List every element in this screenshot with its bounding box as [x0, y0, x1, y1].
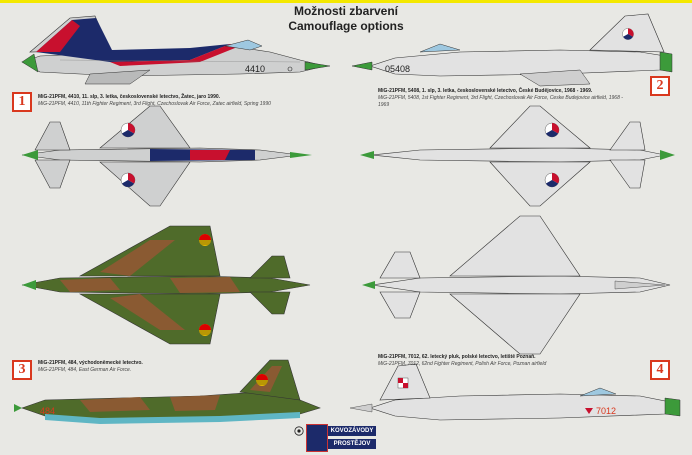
title-czech: Možnosti zbarvení: [293, 4, 398, 18]
serial-3: 484: [40, 406, 55, 416]
option-number-4: 4: [650, 360, 670, 380]
caption-1-czech: MiG-21PFM, 4410, 11. slp, 3. letka, česk…: [38, 94, 221, 100]
serial-4: 7012: [596, 406, 616, 416]
manufacturer-logo: KOVOZÁVODY PROSTĚJOV: [306, 422, 376, 454]
aircraft-3-top-view: [21, 225, 311, 345]
registered-mark-icon: [294, 426, 304, 436]
caption-4-czech: MiG-21PFM, 7012, 62. letecký pluk, polsk…: [378, 354, 536, 360]
caption-option-3: MiG-21PFM, 484, východoněmecké letectvo.…: [38, 360, 278, 374]
aircraft-4-top-view: [362, 215, 671, 355]
caption-3-czech: MiG-21PFM, 484, východoněmecké letectvo.: [38, 360, 143, 366]
option-number-1: 1: [12, 92, 32, 112]
serial-2: 05408: [385, 64, 410, 74]
caption-4-english: MiG-21PFM, 7012, 62nd Fighter Regiment, …: [378, 361, 547, 367]
caption-2-czech: MiG-21PFM, 5408, 1. slp, 3. letka, česko…: [378, 88, 593, 94]
caption-option-2: MiG-21PFM, 5408, 1. slp, 3. letka, česko…: [378, 88, 628, 109]
logo-line-2: PROSTĚJOV: [328, 439, 376, 449]
serial-1: 4410: [245, 64, 265, 74]
logo-line-1: KOVOZÁVODY: [328, 426, 376, 436]
title-english: Camouflage options: [288, 19, 404, 33]
aircraft-3-side-profile: 484: [14, 359, 321, 424]
caption-2-english: MiG-21PFM, 5408, 1st Fighter Regiment, 3…: [378, 95, 623, 108]
aircraft-4-side-profile: 7012: [349, 363, 681, 421]
caption-option-4: MiG-21PFM, 7012, 62. letecký pluk, polsk…: [378, 354, 638, 368]
caption-1-english: MiG-21PFM, 4410, 11th Fighter Regiment, …: [38, 101, 271, 107]
top-accent-bar: [0, 0, 692, 3]
aircraft-1-side-profile: 4410: [21, 15, 331, 85]
aircraft-2-top-view: [360, 105, 675, 207]
aircraft-2-side-profile: 05408: [351, 13, 673, 87]
option-number-2: 2: [650, 76, 670, 96]
caption-option-1: MiG-21PFM, 4410, 11. slp, 3. letka, česk…: [38, 94, 278, 108]
logo-emblem-icon: [306, 424, 328, 452]
caption-3-english: MiG-21PFM, 484, East German Air Force.: [38, 367, 132, 373]
aircraft-1-top-view: [21, 105, 312, 207]
option-number-3: 3: [12, 360, 32, 380]
sheet-title: Možnosti zbarvení Camouflage options: [0, 4, 692, 34]
